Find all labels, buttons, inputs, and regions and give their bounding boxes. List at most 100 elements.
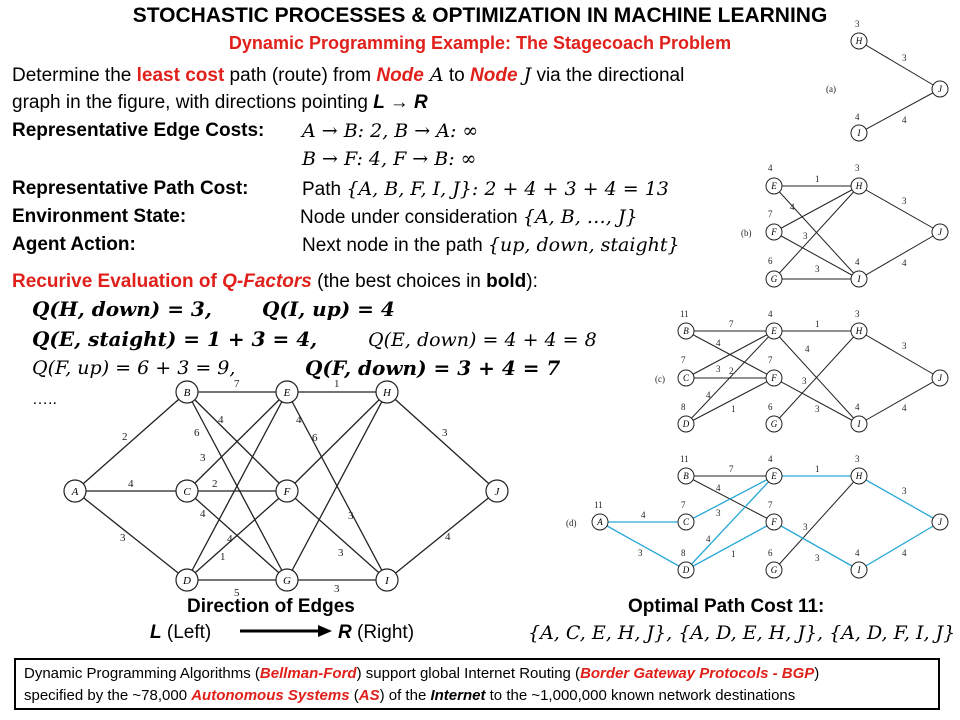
subgraph-d-b-value: 11 [680,454,689,464]
edge-ij [386,490,498,581]
q-factor-f-up: Q(F, up) = 6 + 3 = 9, [32,357,236,379]
edge-ab [74,391,188,492]
subgraph-d-g-value: 6 [768,548,773,558]
edge-label-cg: 4 [200,508,206,520]
subgraph-d-tag: (d) [566,518,577,528]
edge-label-ab: 2 [122,431,128,443]
page-subtitle: Dynamic Programming Example: The Stageco… [228,33,732,53]
svg-text:J: J [938,84,943,94]
subgraph-c-g-value: 6 [768,402,773,412]
node-d: D [175,568,199,592]
subgraph-b-f-value: 7 [768,209,773,219]
svg-text:I: I [384,575,390,587]
subgraph-c-gh-label: 3 [815,404,820,414]
optimal-paths: {A, C, E, H, J}, {A, D, E, H, J}, {A, D,… [528,622,956,644]
svg-text:I: I [857,565,862,575]
subgraph-c-d-value: 8 [681,402,686,412]
edge-hj [386,391,498,492]
subgraph-d-bf-label: 4 [716,483,721,493]
agent-action-label: Agent Action: [12,234,136,255]
subgraph-c-ce-label: 3 [716,364,721,374]
subgraph-d-i-value: 4 [855,548,860,558]
subgraph-d-c-value: 7 [681,500,686,510]
svg-text:G: G [283,575,291,587]
svg-text:A: A [71,486,79,498]
edge-label-hj: 3 [442,427,448,439]
svg-text:J: J [495,486,501,498]
edge-label-be: 7 [234,378,240,390]
svg-text:I: I [857,274,862,284]
edge-label-eh: 1 [334,378,340,390]
subgraph-c-tag: (c) [655,374,665,384]
subgraph-b-e-value: 4 [768,163,773,173]
subgraph-b: (b) 4 7 6 3 4 1 4 3 3 3 4 E F G H I J [741,163,949,288]
svg-text:J: J [938,517,943,527]
subgraph-b-ij-label: 4 [902,258,907,268]
optimal-heading: Optimal Path Cost 11: [628,596,825,617]
svg-text:F: F [770,373,777,383]
node-c: C [175,479,199,503]
q-factor-i-up: Q(I, up) = 4 [262,297,395,321]
node-a: A [63,479,87,503]
edge-label-gh: 3 [338,547,344,559]
subgraph-b-tag: (b) [741,228,752,238]
edge-label-ac: 4 [128,478,134,490]
edge-label-bf: 4 [218,414,224,426]
svg-text:D: D [182,575,191,587]
subgraph-d-hj-label: 3 [902,486,907,496]
edge-label-df: 1 [220,551,226,563]
subgraph-b-gi-label: 3 [815,264,820,274]
edge-label-ad: 3 [120,532,126,544]
svg-text:E: E [770,471,777,481]
subgraph-b-hj-label: 3 [902,196,907,206]
subgraph-a-hj-label: 3 [902,53,907,63]
edge-label-fh: 6 [312,432,318,444]
edge-label-bg: 6 [194,427,200,439]
node-g: G [275,568,299,592]
subgraph-c-hj-label: 3 [902,341,907,351]
subgraph-c-de-label: 4 [706,390,711,400]
subgraph-a: (a) 3 4 3 4 H I J [826,19,949,142]
svg-text:H: H [855,36,863,46]
edge-fh [286,391,388,492]
subgraph-d-gh-label: 3 [803,522,808,532]
edge-gh [286,391,388,581]
svg-text:G: G [771,419,778,429]
subgraph-d: (d) 11 11 7 8 4 7 6 3 4 4 3 7 4 3 4 1 1 … [566,454,949,579]
edge-label-gi: 3 [334,583,340,595]
subgraph-c-ei-label: 4 [805,344,810,354]
svg-text:B: B [683,326,689,336]
env-state-label: Environment State: [12,206,187,227]
direction-right: R (Right) [338,622,415,643]
subgraph-b-h-value: 3 [855,163,860,173]
subgraph-c-eh-label: 1 [815,319,820,329]
intro-line-1: Determine the least cost path (route) fr… [12,64,685,86]
subgraph-d-fi-label: 3 [815,553,820,563]
svg-text:H: H [382,387,392,399]
svg-text:C: C [683,517,690,527]
subgraph-d-ac-label: 4 [641,510,646,520]
direction-arrow-icon [240,625,332,637]
edge-label-de: 4 [227,533,233,545]
svg-text:E: E [283,387,291,399]
node-h: H [375,380,399,404]
q-factor-e-straight: Q(E, staight) = 1 + 3 = 4, [32,327,318,351]
svg-text:H: H [855,326,863,336]
subgraph-d-eh-label: 1 [815,464,820,474]
env-state-value: Node under consideration {A, B, …, J} [300,206,638,228]
edge-label-ij: 4 [445,531,451,543]
edge-ad [74,490,188,581]
subgraph-d-d-value: 8 [681,548,686,558]
subgraph-c-cf-label: 2 [729,366,734,376]
svg-text:C: C [183,486,191,498]
svg-text:F: F [770,517,777,527]
subgraph-c: (c) 11 7 8 4 7 6 3 4 7 4 3 2 4 1 1 4 3 3… [655,309,949,433]
subgraph-d-de-label: 4 [706,534,711,544]
path-cost-value: Path {A, B, F, I, J}: 2 + 4 + 3 + 4 = 13 [302,178,669,200]
svg-text:G: G [771,274,778,284]
edge-costs-label: Representative Edge Costs: [12,120,265,141]
node-f: F [275,479,299,503]
edge-df [186,490,288,581]
subgraph-b-ei-label: 4 [790,202,795,212]
edge-costs-value-1: A → B: 2, B → A: ∞ [302,120,479,142]
